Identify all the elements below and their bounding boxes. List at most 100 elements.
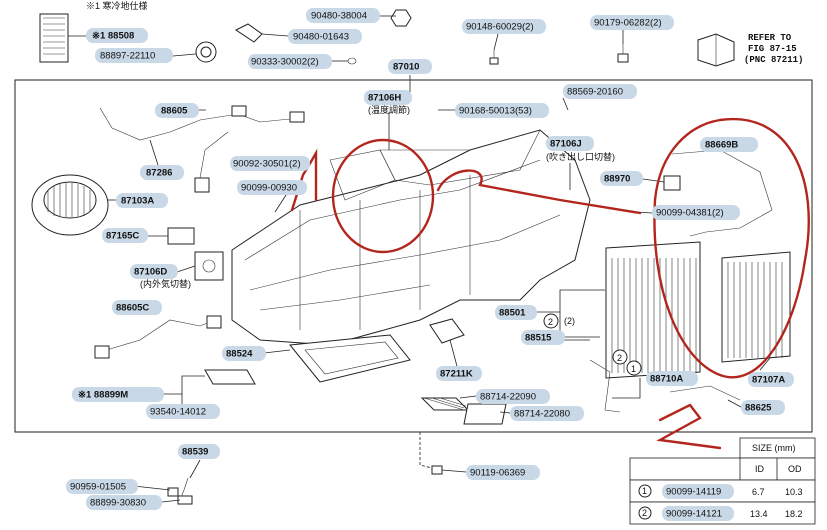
size-row-2-part[interactable]: 90099-14121 [662, 506, 734, 521]
svg-text:88605: 88605 [161, 106, 188, 117]
svg-text:93540-14012: 93540-14012 [150, 407, 206, 418]
svg-text:87106J: 87106J [550, 139, 582, 150]
label-88899-30830[interactable]: 88899-30830 [86, 495, 162, 510]
label-87106J-sub: (吹き出し口切替) [546, 151, 615, 162]
label-87010[interactable]: 87010 [388, 59, 432, 74]
label-87106H[interactable]: 87106H [364, 90, 412, 105]
size-row-1-od: 10.3 [785, 487, 803, 497]
svg-text:88897-22110: 88897-22110 [100, 51, 155, 62]
svg-text:90959-01505: 90959-01505 [70, 482, 126, 493]
label-88970[interactable]: 88970 [600, 171, 643, 186]
refer-line-2: FIG 87-15 [748, 44, 797, 54]
label-87211K[interactable]: 87211K [436, 366, 482, 381]
size-row-1-key-text: 1 [642, 486, 647, 496]
label-87106D[interactable]: 87106D [130, 264, 178, 279]
red-arrow-hose [436, 169, 642, 215]
svg-text:88605C: 88605C [116, 303, 149, 314]
label-88515[interactable]: 88515 [521, 330, 565, 345]
svg-text:※1 88508: ※1 88508 [92, 31, 134, 42]
svg-text:88714-22090: 88714-22090 [480, 392, 536, 403]
svg-text:87165C: 87165C [106, 231, 139, 242]
label-87103A[interactable]: 87103A [116, 193, 168, 208]
refer-line-1: REFER TO [748, 33, 792, 43]
label-90099-00930[interactable]: 90099-00930 [237, 180, 307, 195]
label-88714-22090[interactable]: 88714-22090 [476, 389, 550, 404]
label-87286[interactable]: 87286 [140, 165, 184, 180]
svg-text:88714-22080: 88714-22080 [514, 409, 570, 420]
label-88539[interactable]: 88539 [178, 444, 220, 459]
red-mark-two [656, 403, 722, 450]
callout-1-b-text: 1 [631, 364, 636, 374]
label-90148-60029[interactable]: 90148-60029(2) [462, 19, 546, 34]
label-2-qty: (2) [564, 316, 575, 326]
svg-text:90480-01643: 90480-01643 [293, 32, 349, 43]
size-row-1-key [638, 484, 652, 498]
label-90333-30002[interactable]: 90333-30002(2) [248, 54, 332, 69]
svg-text:88539: 88539 [182, 447, 208, 458]
svg-text:88899-30830: 88899-30830 [90, 498, 146, 509]
size-row-2-key-text: 2 [642, 508, 647, 518]
label-90119-06369[interactable]: 90119-06369 [466, 465, 540, 480]
svg-text:88970: 88970 [604, 174, 630, 185]
label-90099-04381[interactable]: 90099-04381(2) [652, 205, 740, 220]
label-88710A[interactable]: 88710A [646, 371, 698, 386]
callout-2-a-text: 2 [548, 317, 553, 327]
part-illustrations [31, 9, 791, 505]
label-90959-01505[interactable]: 90959-01505 [66, 479, 138, 494]
label-90480-01643[interactable]: 90480-01643 [288, 29, 362, 44]
svg-text:87106D: 87106D [134, 267, 167, 278]
label-87106J[interactable]: 87106J [546, 136, 594, 151]
refer-line-3: (PNC 87211) [744, 55, 803, 65]
label-88605C[interactable]: 88605C [112, 300, 162, 315]
assembly-frame [14, 79, 813, 433]
label-87107A[interactable]: 87107A [748, 372, 794, 387]
red-circle-temp [331, 138, 435, 254]
size-table: SIZE (mm) ID OD 1 90099-14119 6.7 10.3 2… [629, 437, 816, 525]
label-88897-22110[interactable]: 88897-22110 [95, 48, 173, 63]
callout-2-b-text: 2 [617, 353, 622, 363]
svg-text:88669B: 88669B [705, 140, 738, 151]
label-88669B[interactable]: 88669B [700, 137, 758, 152]
svg-text:90179-06282(2): 90179-06282(2) [594, 18, 662, 29]
label-87106D-sub: (内外気切替) [140, 278, 191, 289]
label-88524[interactable]: 88524 [222, 346, 266, 361]
label-90168-50013[interactable]: 90168-50013(53) [455, 103, 549, 118]
svg-text:87106H: 87106H [368, 93, 401, 104]
part-labels: ※1 88508 88897-22110 90480-38004 90480-0… [66, 8, 794, 510]
label-93540-14012[interactable]: 93540-14012 [146, 404, 220, 419]
label-90179-06282[interactable]: 90179-06282(2) [590, 15, 674, 30]
svg-text:88710A: 88710A [650, 374, 683, 385]
svg-text:90119-06369: 90119-06369 [470, 468, 525, 479]
svg-text:88501: 88501 [499, 308, 526, 319]
label-88605[interactable]: 88605 [155, 103, 199, 118]
svg-text:90099-04381(2): 90099-04381(2) [656, 208, 724, 219]
svg-text:87107A: 87107A [752, 375, 785, 386]
label-88899M[interactable]: ※1 88899M [72, 387, 164, 402]
label-88569-20160[interactable]: 88569-20160 [563, 84, 637, 99]
svg-text:88515: 88515 [525, 333, 552, 344]
label-88501[interactable]: 88501 [495, 305, 537, 320]
svg-text:※1 88899M: ※1 88899M [78, 390, 128, 401]
size-table-title: SIZE (mm) [752, 443, 796, 453]
svg-text:88569-20160: 88569-20160 [567, 87, 623, 98]
label-88714-22080[interactable]: 88714-22080 [510, 406, 584, 421]
label-90092-30501[interactable]: 90092-30501(2) [230, 156, 310, 171]
size-row-1-part[interactable]: 90099-14119 [662, 484, 734, 499]
red-annotations [290, 117, 810, 450]
callout-1-b [626, 360, 642, 376]
svg-text:87010: 87010 [393, 62, 419, 73]
svg-text:87286: 87286 [146, 168, 172, 179]
svg-text:88524: 88524 [226, 349, 253, 360]
label-88625[interactable]: 88625 [741, 400, 785, 415]
svg-text:90480-38004: 90480-38004 [311, 11, 367, 22]
callout-2-a [543, 313, 559, 329]
label-87165C[interactable]: 87165C [102, 228, 148, 243]
label-88508[interactable]: ※1 88508 [86, 28, 148, 43]
cold-region-note: ※1 寒冷地仕様 [86, 0, 148, 11]
svg-text:90099-14119: 90099-14119 [666, 487, 721, 498]
label-90480-38004[interactable]: 90480-38004 [306, 8, 380, 23]
size-row-2-od: 18.2 [785, 509, 803, 519]
svg-text:90099-00930: 90099-00930 [241, 183, 297, 194]
svg-text:90333-30002(2): 90333-30002(2) [251, 57, 319, 68]
size-table-header-id: ID [755, 464, 765, 474]
